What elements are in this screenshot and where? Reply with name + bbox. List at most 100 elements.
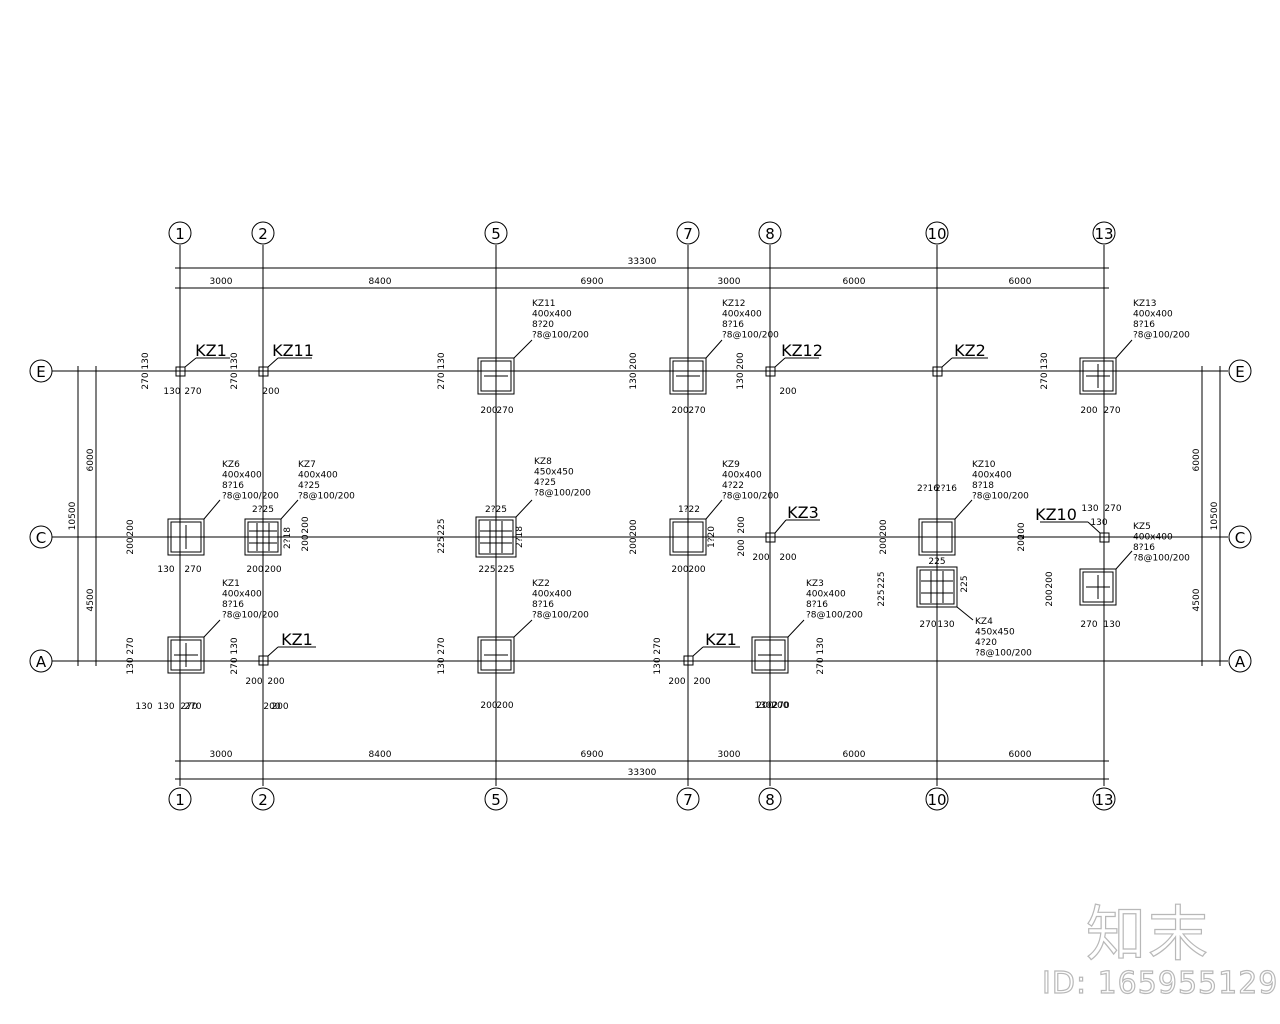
small-dim: 270: [772, 701, 789, 711]
axis-label-7: 7: [683, 225, 693, 243]
small-dim: 270: [1080, 620, 1097, 630]
watermark-logo: 知末: [1085, 899, 1210, 970]
dim-bottom-span: 3000: [210, 750, 233, 760]
small-dim: 200: [1045, 589, 1055, 606]
axis-bubble-2: [251, 787, 275, 811]
axis-bubble-E: [1228, 359, 1252, 383]
small-dim: 130: [816, 637, 826, 654]
dim-right-span: 6000: [1192, 448, 1202, 471]
small-dim: 200: [480, 406, 497, 416]
axis-label-1: 1: [175, 791, 185, 809]
watermark-id: ID: 165955129: [1041, 965, 1279, 1001]
axis-label-A: A: [36, 653, 47, 671]
small-dim: 2?25: [485, 505, 507, 515]
dim-right-span: 4500: [1192, 588, 1202, 611]
column-tag-bl7: KZ1: [281, 630, 313, 649]
small-dim: 130: [163, 387, 180, 397]
small-dim: 130: [1103, 620, 1120, 630]
dim-right-total: 10500: [1210, 501, 1220, 530]
grid-lines: [52, 245, 1228, 786]
small-dim: 200: [671, 565, 688, 575]
small-dim: 200: [126, 519, 136, 536]
axis-bubble-10: [925, 787, 949, 811]
dim-left-span: 4500: [86, 588, 96, 611]
small-dim: 225: [928, 557, 945, 567]
axis-bubble-13: [1092, 787, 1116, 811]
small-dim: 200: [301, 516, 311, 533]
small-dim: 200: [480, 701, 497, 711]
axis-bubble-7: [676, 787, 700, 811]
small-dim: 2?16: [917, 484, 939, 494]
dimension-lines: [74, 267, 1224, 780]
axis-bubble-1: [168, 787, 192, 811]
axis-bubble-7: [676, 221, 700, 245]
small-dim: 200: [752, 553, 769, 563]
small-dim: 130: [230, 352, 240, 369]
small-dim: 130: [629, 372, 639, 389]
small-dim: 225: [960, 575, 970, 592]
axis-bubble-5: [484, 787, 508, 811]
axis-bubble-2: [251, 221, 275, 245]
small-dim: 225: [877, 571, 887, 588]
small-dim: 130: [1081, 504, 1098, 514]
small-dim: 130: [437, 352, 447, 369]
small-dim: 270: [184, 565, 201, 575]
small-dim: 200: [693, 677, 710, 687]
column-tag-bl5: KZ3: [787, 503, 819, 522]
dim-top-span: 6000: [843, 277, 866, 287]
column-sections: [167, 357, 1117, 674]
small-dim: 200: [1017, 534, 1027, 551]
small-dim: 130: [157, 702, 174, 712]
small-dim: 200: [246, 565, 263, 575]
axis-label-1: 1: [175, 225, 185, 243]
axis-label-10: 10: [927, 791, 946, 809]
column-tag-bl6: KZ10: [1035, 505, 1077, 524]
axis-bubble-C: [1228, 525, 1252, 549]
dim-bottom-span: 3000: [718, 750, 741, 760]
small-dim: 200: [264, 565, 281, 575]
small-dim: 200: [262, 387, 279, 397]
small-dim: 200: [271, 702, 288, 712]
small-dim: 130: [1090, 518, 1107, 528]
axis-label-7: 7: [683, 791, 693, 809]
dim-bottom-total: 33300: [628, 768, 657, 778]
small-dim: 130: [1040, 352, 1050, 369]
dim-top-span: 3000: [210, 277, 233, 287]
small-dim: 2?18: [283, 527, 293, 549]
axis-label-13: 13: [1094, 225, 1113, 243]
axis-label-C: C: [1235, 529, 1245, 547]
small-dim: 200: [267, 677, 284, 687]
small-dim: 200: [263, 702, 280, 712]
small-dim: 130: [126, 657, 136, 674]
small-dim: 200: [771, 701, 788, 711]
small-dim: 130: [230, 637, 240, 654]
small-dim: 130: [437, 657, 447, 674]
small-dim: 270: [230, 372, 240, 389]
dim-top-span: 6000: [1009, 277, 1032, 287]
small-dim: 200: [779, 387, 796, 397]
small-dim: 130: [141, 352, 151, 369]
axis-bubble-5: [484, 221, 508, 245]
small-dim: 225: [497, 565, 514, 575]
small-dim: 225: [478, 565, 495, 575]
axis-label-2: 2: [258, 225, 268, 243]
small-dim: 200: [629, 352, 639, 369]
small-dim: 270: [141, 372, 151, 389]
small-dim: 200: [756, 701, 773, 711]
axis-bubble-8: [758, 221, 782, 245]
small-dim: 270: [1104, 504, 1121, 514]
small-dim: 200: [301, 534, 311, 551]
column-tag-bl1: KZ1: [195, 341, 227, 360]
axis-label-C: C: [36, 529, 46, 547]
small-dim: 225: [437, 536, 447, 553]
dim-left-span: 6000: [86, 448, 96, 471]
small-dim: 225: [877, 589, 887, 606]
small-dim: 130: [736, 372, 746, 389]
axis-label-13: 13: [1094, 791, 1113, 809]
small-dim: 225: [437, 518, 447, 535]
small-dim: 200: [879, 537, 889, 554]
